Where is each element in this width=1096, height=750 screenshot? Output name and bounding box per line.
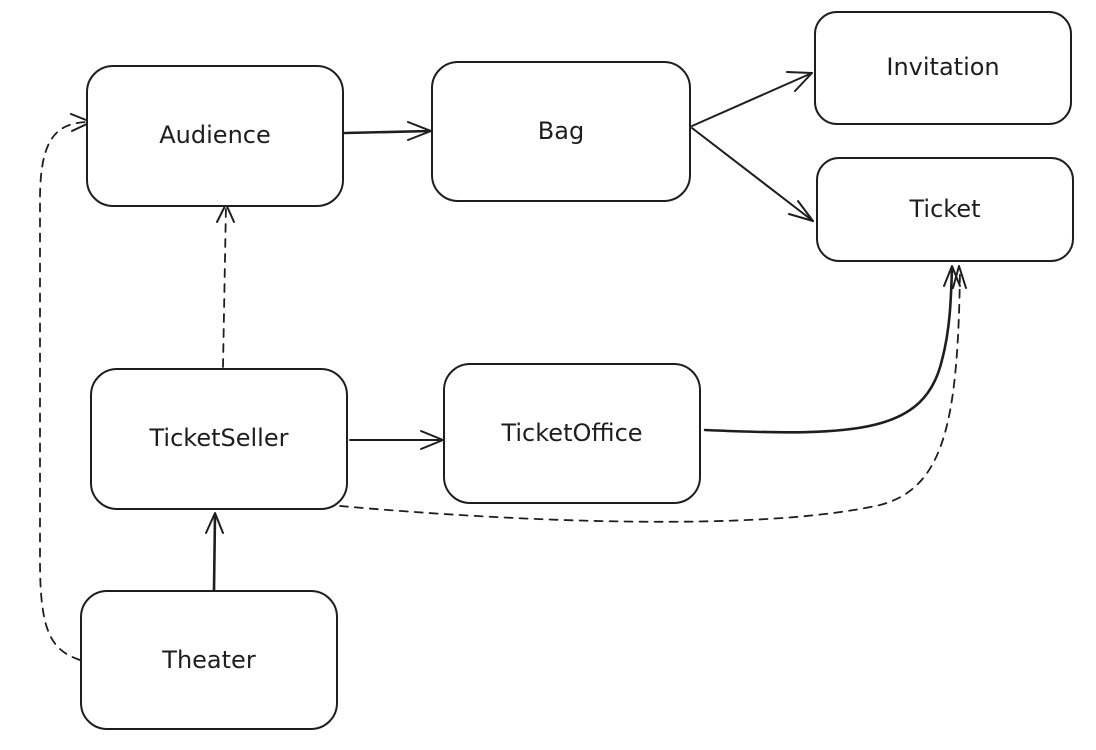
edge-bag-to-invitation xyxy=(691,71,813,127)
node-ticket-box xyxy=(816,157,1074,262)
node-invitation-label: Invitation xyxy=(886,53,999,81)
edge-theater-to-ticketseller xyxy=(205,512,224,592)
edge-ticketseller-to-ticket xyxy=(339,265,967,523)
node-ticketseller-box xyxy=(90,368,348,510)
node-bag: Bag xyxy=(431,61,691,202)
node-ticket: Ticket xyxy=(816,157,1074,262)
node-audience: Audience xyxy=(86,65,344,207)
node-ticketoffice-label: TicketOffice xyxy=(500,419,642,447)
edge-audience-to-bag xyxy=(343,121,432,141)
edge-ticketseller-to-ticketoffice xyxy=(349,430,444,450)
node-invitation: Invitation xyxy=(814,11,1072,125)
node-bag-label: Bag xyxy=(538,117,584,145)
edge-bag-to-ticket xyxy=(691,127,814,222)
node-theater-box xyxy=(80,590,338,730)
node-ticketseller-label: TicketSeller xyxy=(149,424,289,452)
edge-ticketoffice-to-ticket xyxy=(703,265,961,434)
node-ticket-label: Ticket xyxy=(908,195,980,223)
node-theater-label: Theater xyxy=(161,646,256,674)
node-ticketoffice: TicketOffice xyxy=(443,363,701,504)
node-bag-box xyxy=(431,61,691,202)
node-invitation-box xyxy=(814,11,1072,125)
node-audience-box xyxy=(86,65,344,207)
edges xyxy=(39,71,967,661)
node-ticketoffice-box xyxy=(443,363,701,504)
edge-ticketseller-to-audience xyxy=(216,203,235,368)
node-ticketseller: TicketSeller xyxy=(90,368,348,510)
edge-theater-to-audience xyxy=(39,113,92,661)
node-audience-label: Audience xyxy=(159,121,270,149)
node-theater: Theater xyxy=(80,590,338,730)
